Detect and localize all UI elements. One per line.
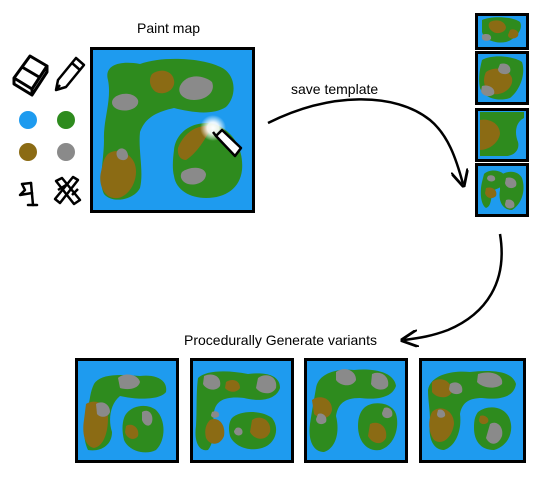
template-thumbnail[interactable] [475, 108, 529, 162]
grass-color-swatch[interactable] [57, 111, 75, 129]
variant-row [75, 358, 526, 463]
pencil-icon[interactable] [54, 56, 86, 92]
template-thumbnail[interactable] [475, 13, 529, 50]
save-template-arrow [267, 98, 463, 184]
water-color-swatch[interactable] [19, 111, 37, 129]
generate-arrow [404, 233, 503, 340]
template-thumbnail[interactable] [475, 51, 529, 105]
paint-map[interactable] [90, 47, 255, 213]
variant-map[interactable] [75, 358, 179, 463]
variant-map[interactable] [419, 358, 526, 463]
tool-palette [12, 54, 86, 207]
variant-map[interactable] [304, 358, 408, 463]
template-stack [475, 13, 529, 217]
paint-map-title: Paint map [137, 20, 201, 36]
crossed-tool-icon[interactable] [53, 175, 82, 206]
save-template-label: save template [291, 81, 379, 97]
eraser-icon[interactable] [12, 54, 49, 97]
paint-pencil-icon [212, 128, 243, 158]
template-thumbnail[interactable] [475, 163, 529, 217]
flag-icon[interactable] [18, 181, 39, 207]
variant-map[interactable] [190, 358, 294, 463]
rock-color-swatch[interactable] [57, 143, 75, 161]
generate-variants-label: Procedurally Generate variants [184, 332, 377, 348]
paint-map-island-west [100, 58, 234, 200]
dirt-color-swatch[interactable] [19, 143, 37, 161]
